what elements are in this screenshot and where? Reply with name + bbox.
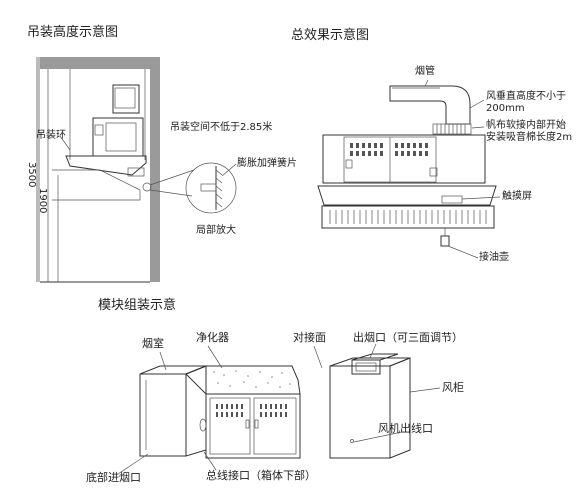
overall-diagram-title: 总效果示意图 bbox=[291, 28, 370, 43]
fan-cabinet-label: 风柜 bbox=[442, 381, 464, 394]
expansion-bolt-label: 膨胀加弹簧片 bbox=[237, 158, 297, 169]
chimney-label: 烟管 bbox=[415, 66, 435, 77]
left-wall bbox=[36, 57, 40, 282]
detail-zoom-label: 局部放大 bbox=[196, 225, 236, 236]
module-assembly-title: 模块组装示意 bbox=[98, 298, 177, 313]
smoke-chamber-label: 烟室 bbox=[142, 337, 164, 350]
oil-cup-label: 接油壶 bbox=[479, 252, 509, 263]
ceiling-slab bbox=[37, 57, 157, 69]
outlet-label: 出烟口（可三面调节） bbox=[353, 331, 463, 344]
duct-height-note-line2: 200mm bbox=[486, 103, 525, 114]
touchscreen-label: 触摸屏 bbox=[502, 191, 532, 202]
interface-label: 对接面 bbox=[293, 331, 326, 344]
purifier-label: 净化器 bbox=[196, 331, 229, 344]
bus-interface-label: 总线接口（箱体下部） bbox=[206, 469, 316, 482]
canvas-joint-note-line2: 安装吸音棉长度2m bbox=[486, 132, 573, 143]
hoisting-space-note: 吊装空间不低于2.85米 bbox=[170, 122, 273, 133]
bottom-inlet-label: 底部进烟口 bbox=[86, 471, 141, 484]
right-wall bbox=[150, 57, 160, 282]
detail-magnifier-circle bbox=[185, 162, 237, 214]
hoisting-ring-label: 吊装环 bbox=[36, 130, 66, 141]
duct-height-note-line1: 风垂直高度不小于 bbox=[486, 91, 566, 102]
canvas-joint-note-line1: 帆布软接内部开始 bbox=[486, 120, 566, 131]
hoisting-diagram-title: 吊装高度示意图 bbox=[27, 25, 119, 40]
fan-outlet-label: 风机出线口 bbox=[378, 422, 433, 435]
